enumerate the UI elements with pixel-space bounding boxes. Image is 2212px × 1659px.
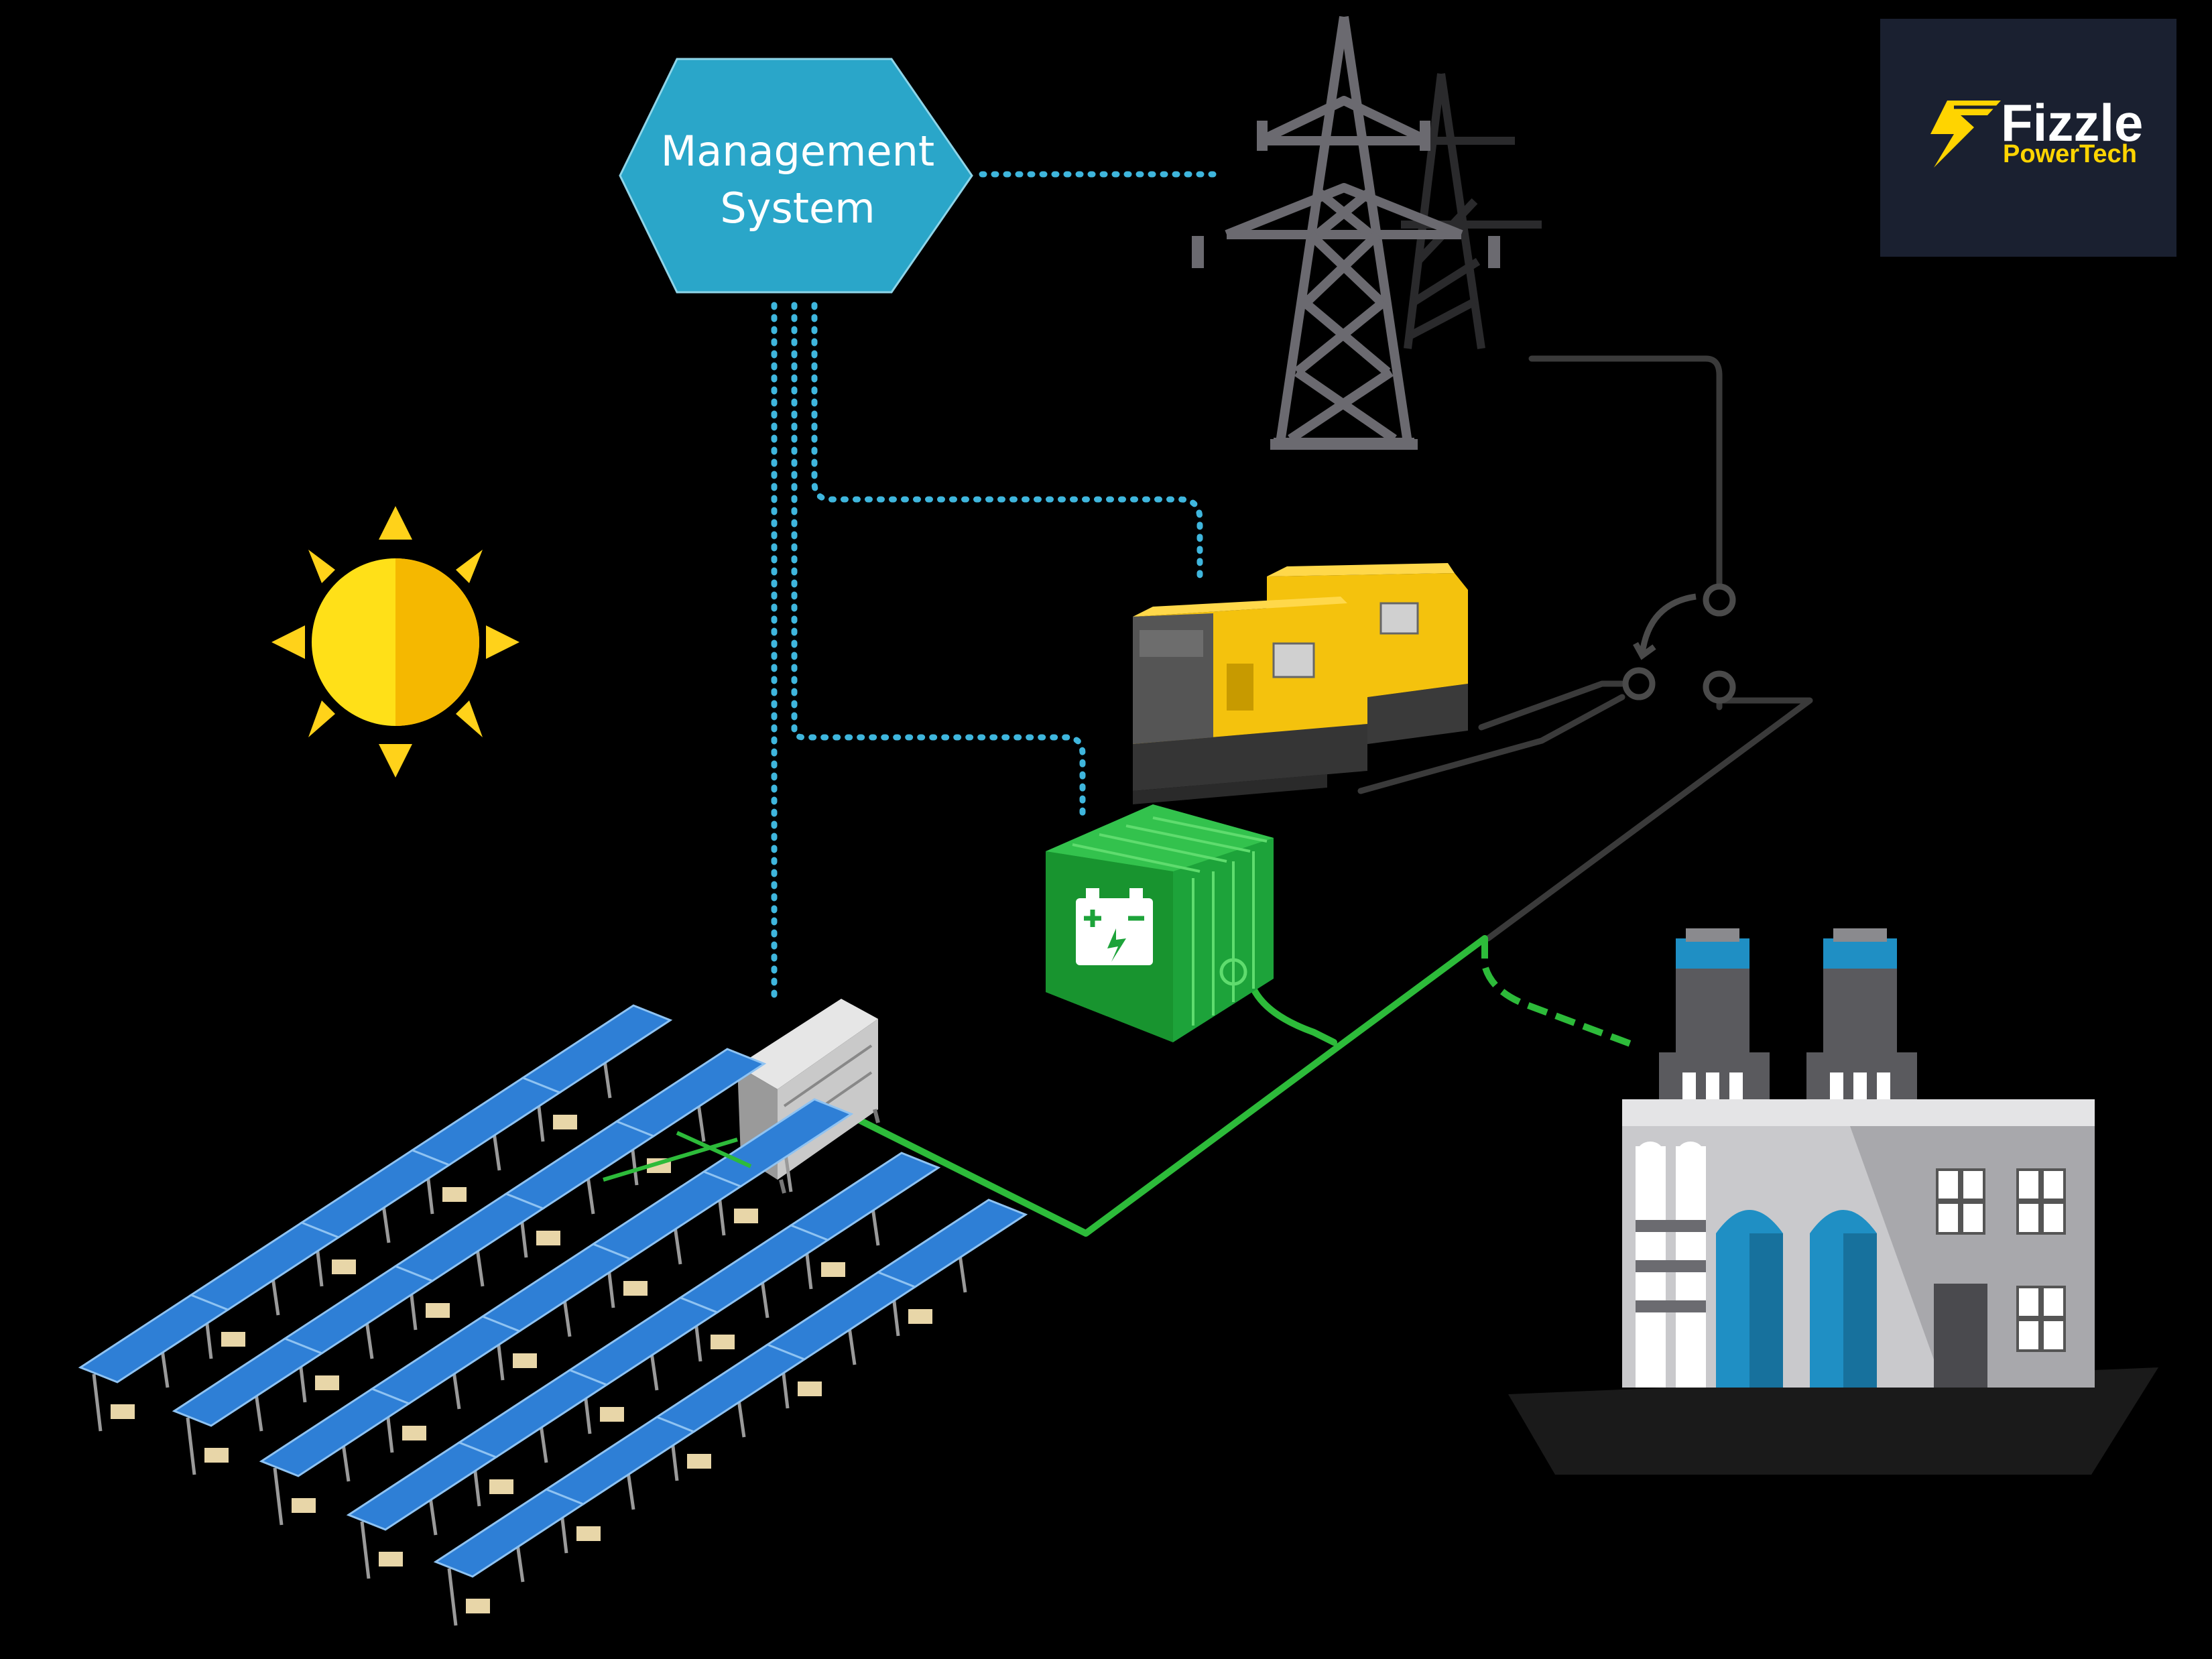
- transfer-switch-icon: [1622, 583, 1736, 704]
- diesel-generator-icon: [1133, 563, 1468, 804]
- solar-panel: [259, 1388, 412, 1477]
- sun-icon: [271, 506, 519, 778]
- solar-junction-box: [426, 1303, 450, 1318]
- solar-junction-box: [513, 1353, 537, 1368]
- solar-junction-box: [402, 1426, 426, 1440]
- solar-junction-box: [600, 1407, 624, 1422]
- management-system-label-line2: System: [720, 184, 875, 233]
- data-links: [771, 171, 1217, 1002]
- solar-junction-box: [687, 1454, 711, 1469]
- solar-panel: [78, 1294, 231, 1384]
- management-system-node: Management System: [619, 58, 973, 294]
- fizzle-powertech-logo: Fizzle PowerTech: [1880, 19, 2176, 257]
- brand-name: Fizzle: [2001, 93, 2143, 152]
- battery-storage-icon: [1046, 804, 1274, 1042]
- solar-junction-box: [379, 1552, 403, 1566]
- array-combiner-link: [603, 1131, 752, 1182]
- solar-array-icon: [78, 1004, 1028, 1626]
- solar-junction-box: [536, 1231, 560, 1245]
- solar-panel: [172, 1337, 324, 1427]
- solar-junction-box: [711, 1335, 735, 1349]
- management-system-label-line1: Management: [661, 127, 934, 176]
- solar-junction-box: [798, 1381, 822, 1396]
- solar-junction-box: [734, 1209, 758, 1223]
- solar-junction-box: [292, 1498, 316, 1513]
- solar-junction-box: [111, 1404, 135, 1419]
- solar-junction-box: [221, 1332, 245, 1347]
- solar-junction-box: [908, 1309, 932, 1324]
- factory-icon: [1508, 928, 2158, 1475]
- grid-power-lines: [1357, 355, 1813, 942]
- brand-tagline: PowerTech: [2003, 140, 2137, 168]
- transmission-tower-icon: [1192, 15, 1542, 450]
- solar-junction-box: [821, 1262, 845, 1277]
- lightning-icon: [1930, 101, 2001, 168]
- solar-junction-box: [466, 1599, 490, 1613]
- solar-junction-box: [576, 1526, 601, 1541]
- solar-junction-box: [623, 1281, 648, 1296]
- solar-junction-box: [315, 1375, 339, 1390]
- solar-panel: [433, 1488, 586, 1578]
- solar-junction-box: [489, 1479, 513, 1494]
- solar-junction-box: [204, 1448, 229, 1463]
- solar-panel: [346, 1441, 499, 1531]
- solar-junction-box: [553, 1115, 577, 1129]
- solar-power-line: [855, 935, 1488, 1237]
- solar-junction-box: [332, 1259, 356, 1274]
- solar-junction-box: [442, 1187, 467, 1202]
